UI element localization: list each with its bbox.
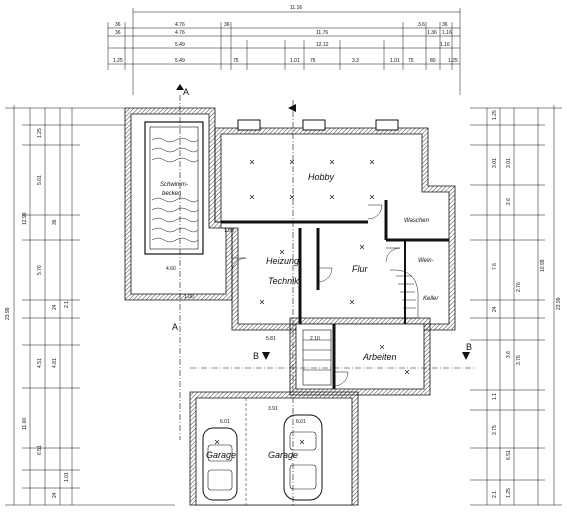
dim-garage-d2: 6.01 [296, 419, 306, 425]
dim-left-bottom: 11.00 [22, 418, 28, 430]
dim-right-c9: 1.1 [492, 393, 498, 400]
dim-right-c8: 3.76 [516, 355, 522, 365]
dim-top-r5-0: 1.25 [113, 58, 123, 64]
dim-top-r5-9: 1.25 [448, 58, 458, 64]
dim-top-r3-2: 11.76 [316, 30, 328, 36]
dim-left-c6: 4.51 [37, 358, 43, 368]
dim-right-c3: 2.6 [506, 198, 512, 205]
dim-top-r3-0: 36 [115, 30, 121, 36]
room-label-pool-1: Schwimm- [160, 182, 188, 188]
dim-left-c9: 1.01 [64, 472, 70, 482]
dim-pool-w: 4.60 [166, 266, 176, 272]
doors [231, 204, 401, 387]
dim-top-r2-2: 36 [224, 22, 230, 28]
room-label-garage-right: Garage [268, 450, 298, 460]
dim-arb-w: 5.81 [266, 336, 276, 342]
dim-pool-w2: 1.00 [184, 294, 194, 300]
room-label-technik: Technik [268, 276, 299, 286]
dim-right-c13: 1.25 [506, 488, 512, 498]
dim-top-r4-2: 1.16 [440, 42, 450, 48]
room-label-waschen: Waschen [404, 218, 430, 224]
room-label-heizung: Heizung [266, 256, 299, 266]
swimming-pool [144, 121, 204, 255]
inner-dimensions: 4.60 1.00 1.00 5.81 6.01 6.01 2.10 3.91 [166, 228, 320, 425]
fixture-marks [214, 159, 410, 445]
dim-top-r2-4: 36 [442, 22, 448, 28]
dim-right-c1: 3.01 [492, 158, 498, 168]
dim-top-total: 11.16 [290, 5, 302, 11]
room-label-pool-2: becken [162, 191, 182, 197]
dim-top-r5-5: 3.3 [352, 58, 359, 64]
section-label-b-right: B [466, 342, 472, 352]
dim-left-c4: 24 [52, 304, 58, 310]
dim-left-c5: 2.1 [64, 301, 70, 308]
section-lines: A A B B [172, 84, 475, 505]
section-label-a-top: A [183, 87, 189, 97]
dim-left-c10: 24 [52, 492, 58, 498]
dim-top-r4-0: 5.49 [175, 42, 185, 48]
dim-top-r4-1: 12.12 [316, 42, 329, 48]
dim-right-c10: 6.51 [506, 450, 512, 460]
dim-left-outer: 23.99 [5, 307, 11, 320]
section-label-a-bottom: A [172, 322, 178, 332]
room-label-wein: Wein- [418, 258, 434, 264]
car-left [202, 427, 238, 501]
dim-top-r3-3: 1.36 [427, 30, 437, 36]
dim-top-r2-3: 3.6 [418, 22, 425, 28]
dim-right-c4: 7.6 [492, 263, 498, 270]
dim-left-c2: 36 [52, 219, 58, 225]
dim-top-r2-0: 36 [115, 22, 121, 28]
dim-left-c7: 4.81 [52, 358, 58, 368]
dim-top-r3-4: 1.16 [442, 30, 452, 36]
dim-top-r5-6: 1.01 [390, 58, 400, 64]
dim-right-c2: 3.01 [506, 158, 512, 168]
room-label-arbeiten: Arbeiten [362, 352, 397, 362]
dim-top-r5-2: 75 [233, 58, 239, 64]
dim-top-r3-1: 4.76 [175, 30, 185, 36]
room-label-hobby: Hobby [308, 172, 335, 182]
dim-right-c5: 2.76 [516, 282, 522, 292]
staircase [302, 269, 419, 386]
dim-right-c11: 3.75 [492, 425, 498, 435]
right-dimension-chains: 23.99 10.99 1.25 3.01 3.01 2.6 7.6 2.76 … [470, 105, 562, 506]
section-arrow-b-left [262, 352, 270, 360]
room-label-flur: Flur [352, 264, 369, 274]
dim-right-c6: 24 [492, 306, 498, 312]
dim-right-outer: 23.99 [556, 297, 562, 310]
section-arrow-a-top [176, 84, 184, 90]
section-label-b-left: B [253, 351, 259, 361]
left-dimension-chains: 23.99 12.99 11.00 1.25 5.01 36 5.76 24 2… [5, 105, 175, 506]
dim-garage-d1: 6.01 [220, 419, 230, 425]
dim-left-c3: 5.76 [37, 265, 43, 275]
dim-left-mid: 12.99 [22, 212, 28, 225]
section-arrow-b-right [462, 352, 470, 360]
dim-right-c0: 1.25 [492, 110, 498, 120]
dim-left-c0: 1.25 [37, 128, 43, 138]
dim-right-c12: 2.1 [492, 491, 498, 498]
dim-left-c8: 6.51 [37, 445, 43, 455]
dim-top-r5-4: 75 [310, 58, 316, 64]
car-right [283, 414, 323, 501]
dim-right-c7: 3.6 [506, 351, 512, 358]
dim-top-r2-1: 4.76 [175, 22, 185, 28]
dim-stair-w: 2.10 [310, 336, 320, 342]
dim-garage-w: 3.91 [268, 406, 278, 412]
room-label-keller: Keller [423, 296, 439, 302]
dim-left-c1: 5.01 [37, 175, 43, 185]
section-arrow-a-mid [288, 104, 296, 112]
dim-top-r5-1: 5.49 [175, 58, 185, 64]
dim-top-r5-7: 75 [408, 58, 414, 64]
cars [202, 414, 323, 501]
room-label-garage-left: Garage [206, 450, 236, 460]
dim-top-r5-8: 80 [430, 58, 436, 64]
dim-right-mid: 10.99 [540, 259, 546, 272]
dim-heiz-w: 1.00 [224, 228, 234, 234]
room-labels: Schwimm- becken Hobby Heizung Technik Fl… [160, 172, 439, 460]
dim-top-r5-3: 1.01 [290, 58, 300, 64]
top-dimension-chains: 11.16 36 4.76 36 3.6 36 36 4.76 11.76 1.… [107, 5, 461, 95]
